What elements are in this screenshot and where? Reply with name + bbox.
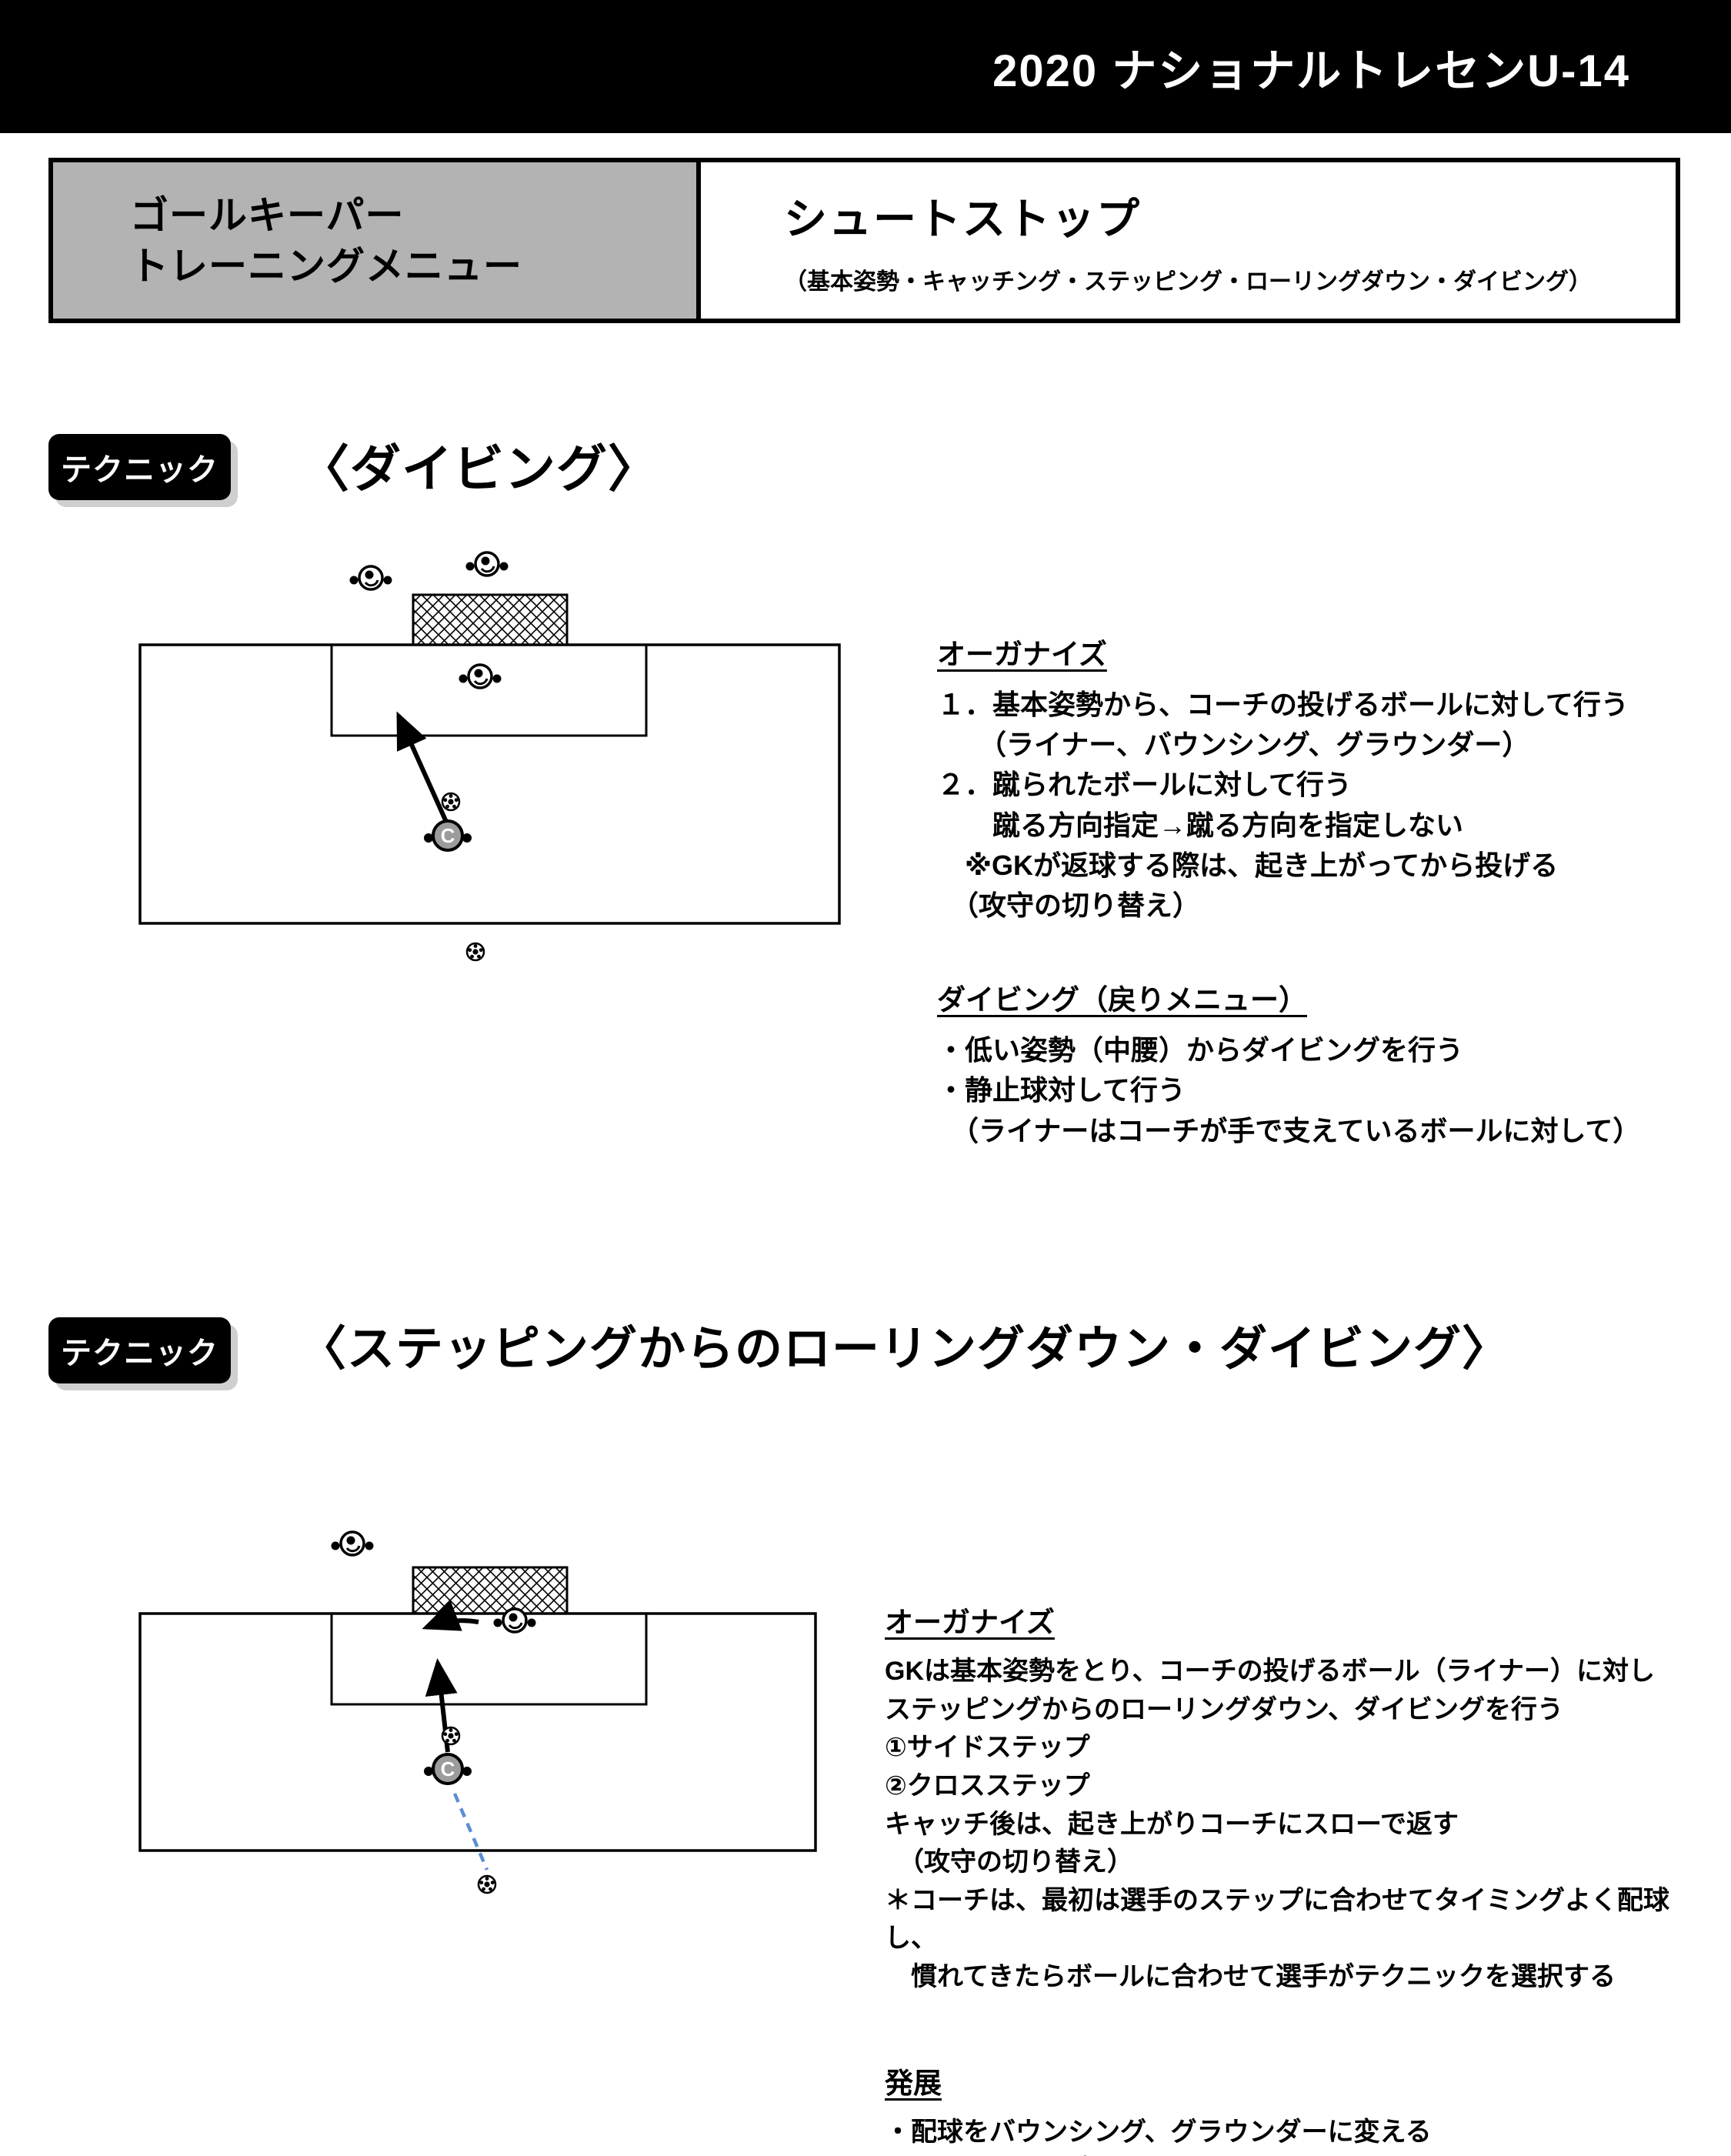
text-line: ステッピングからのローリングダウン、ダイビングを行う bbox=[885, 1694, 1563, 1724]
technique-badge-1: テクニック bbox=[48, 434, 231, 500]
serve-path bbox=[452, 1793, 489, 1871]
gk-marker bbox=[331, 1530, 374, 1557]
gk-marker bbox=[493, 1607, 536, 1634]
header-row: ゴールキーパー トレーニングメニュー シュートストップ （基本姿勢・キャッチング… bbox=[48, 158, 1680, 323]
text-line: ・静止球対して行う bbox=[937, 1074, 1186, 1106]
penalty-area-outline bbox=[138, 1612, 817, 1852]
ball-icon bbox=[441, 1726, 461, 1746]
section1-text-block: オーガナイズ １．基本姿勢から、コーチの投げるボールに対して行う （ライナー、バ… bbox=[937, 631, 1699, 1151]
text-line: 蹴る方向指定→蹴る方向を指定しない bbox=[937, 809, 1464, 841]
diagram-stepping: C bbox=[115, 1520, 885, 1966]
section1-title: 〈ダイビング〉 bbox=[299, 440, 659, 497]
gk-marker bbox=[465, 551, 509, 577]
coach-marker: C bbox=[424, 1753, 472, 1785]
text-line: ※GKが返球する際は、起き上がってから投げる bbox=[937, 849, 1559, 881]
text-line: GKは基本姿勢をとり、コーチの投げるボール（ライナー）に対し bbox=[885, 1657, 1655, 1686]
text-line: ・キックでの配球 bbox=[885, 2151, 1700, 2156]
ball-icon bbox=[477, 1874, 497, 1894]
organize-heading: オーガナイズ bbox=[885, 1607, 1055, 1638]
coach-label: C bbox=[441, 824, 455, 847]
theme-title: シュートストップ bbox=[784, 195, 1141, 243]
top-bar: 2020 ナショナルトレセンU-14 bbox=[0, 0, 1731, 133]
goal-net bbox=[412, 1566, 569, 1615]
ball-icon bbox=[465, 942, 485, 962]
step-arrow bbox=[422, 1600, 479, 1631]
left-title-line1: ゴールキーパー bbox=[130, 193, 405, 237]
text-line: （ライナー、バウンシング、グラウンダー） bbox=[937, 729, 1530, 761]
coach-marker: C bbox=[424, 819, 472, 852]
text-line: （攻守の切り替え） bbox=[937, 889, 1201, 921]
text-line: ②クロスステップ bbox=[885, 1771, 1090, 1801]
text-line: 慣れてきたらボールに合わせて選手がテクニックを選択する bbox=[885, 1962, 1616, 1991]
text-line: ２．蹴られたボールに対して行う bbox=[937, 769, 1352, 801]
goal-area-outline bbox=[330, 1612, 648, 1706]
development-heading: 発展 bbox=[885, 2067, 942, 2099]
section2-text-block: オーガナイズ GKは基本姿勢をとり、コーチの投げるボール（ライナー）に対し ステ… bbox=[885, 1599, 1700, 2156]
theme-subtitle: （基本姿勢・キャッチング・ステッピング・ローリングダウン・ダイビング） bbox=[784, 269, 1592, 295]
dive-arrow bbox=[396, 711, 449, 823]
ball-icon bbox=[441, 792, 461, 812]
submenu-heading: ダイビング（戻りメニュー） bbox=[937, 984, 1307, 1016]
text-line: （攻守の切り替え） bbox=[885, 1847, 1133, 1877]
text-line: キャッチ後は、起き上がりコーチにスローで返す bbox=[885, 1809, 1459, 1839]
left-title-line2: トレーニングメニュー bbox=[130, 244, 522, 288]
header-right-box: シュートストップ （基本姿勢・キャッチング・ステッピング・ローリングダウン・ダイ… bbox=[701, 162, 1676, 319]
technique-badge-2: テクニック bbox=[48, 1317, 231, 1383]
diagram-diving: C bbox=[115, 531, 885, 1008]
goal-net bbox=[412, 593, 569, 646]
penalty-area-outline bbox=[138, 643, 841, 925]
coach-label: C bbox=[441, 1757, 455, 1781]
text-line: ・低い姿勢（中腰）からダイビングを行う bbox=[937, 1034, 1464, 1066]
text-line: ①サイドステップ bbox=[885, 1733, 1090, 1763]
section2-title: 〈ステッピングからのローリングダウン・ダイビング〉 bbox=[299, 1323, 1511, 1376]
goal-area-outline bbox=[330, 643, 648, 737]
diagram-stepping-svg: C bbox=[138, 1530, 817, 1894]
diagram-diving-svg: C bbox=[138, 551, 841, 962]
text-line: ・配球をバウンシング、グラウンダーに変える bbox=[885, 2117, 1432, 2147]
text-line: １．基本姿勢から、コーチの投げるボールに対して行う bbox=[937, 689, 1629, 720]
text-line: （ライナーはコーチが手で支えているボールに対して） bbox=[937, 1114, 1641, 1146]
document-title: 2020 ナショナルトレセンU-14 bbox=[992, 45, 1630, 96]
organize-heading: オーガナイズ bbox=[937, 639, 1107, 670]
header-left-box: ゴールキーパー トレーニングメニュー bbox=[53, 162, 701, 319]
gk-marker bbox=[349, 565, 392, 591]
text-line: ＊コーチは、最初は選手のステップに合わせてタイミングよく配球し、 bbox=[885, 1885, 1669, 1954]
gk-marker bbox=[459, 663, 502, 689]
